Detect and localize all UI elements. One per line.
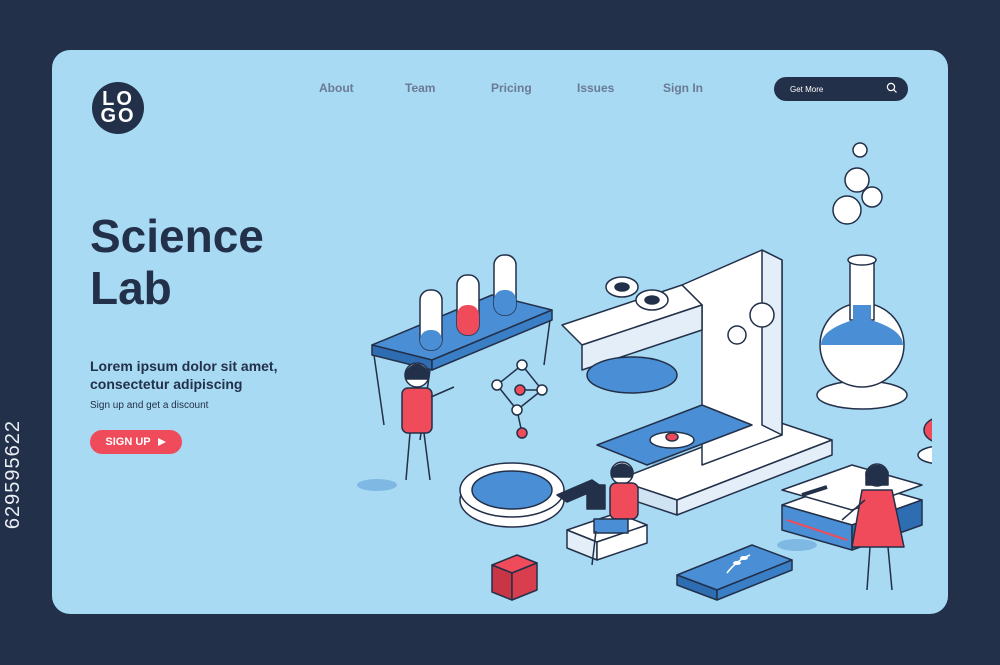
logo-line-1: LO: [102, 88, 134, 110]
title-line-1: Science: [90, 210, 264, 262]
landing-card: LO GO About Team Pricing Issues Sign In …: [52, 50, 948, 614]
stamp: [917, 418, 932, 464]
flask: [816, 142, 908, 410]
molecule-model: [491, 359, 548, 439]
microscope: [561, 249, 833, 516]
logo[interactable]: LO GO: [92, 82, 144, 134]
hero-subtitle: Lorem ipsum dolor sit amet, consectetur …: [90, 357, 330, 393]
sign-up-button[interactable]: SIGN UP: [90, 430, 182, 454]
scientist-left: [401, 362, 455, 481]
search-input[interactable]: [788, 83, 882, 95]
scientist-sitting: [566, 461, 648, 566]
nav-about[interactable]: About: [319, 81, 354, 95]
test-tube-rack: [371, 254, 553, 441]
red-cube: [491, 554, 538, 601]
sign-up-label: SIGN UP: [105, 436, 151, 448]
nav-team[interactable]: Team: [405, 81, 436, 95]
scientist-right: [841, 463, 905, 591]
science-lab-illustration: [357, 142, 932, 601]
search-bar: [774, 77, 908, 101]
side-caption: 629595622: [2, 420, 24, 530]
nav-pricing[interactable]: Pricing: [491, 81, 532, 95]
subtitle-line-2: consectetur adipiscing: [90, 376, 243, 392]
petri-dish: [459, 462, 565, 528]
page-title: Science Lab: [90, 210, 264, 314]
title-line-2: Lab: [90, 262, 172, 314]
subtitle-line-1: Lorem ipsum dolor sit amet,: [90, 358, 278, 374]
main-nav: About Team Pricing Issues Sign In: [319, 81, 749, 95]
logo-line-2: GO: [100, 105, 136, 127]
play-arrow-icon: [157, 438, 166, 446]
discount-text: Sign up and get a discount: [90, 400, 209, 411]
plant-sample-card: [676, 544, 793, 601]
search-icon[interactable]: [886, 82, 898, 94]
nav-issues[interactable]: Issues: [577, 81, 615, 95]
nav-sign-in[interactable]: Sign In: [663, 81, 703, 95]
